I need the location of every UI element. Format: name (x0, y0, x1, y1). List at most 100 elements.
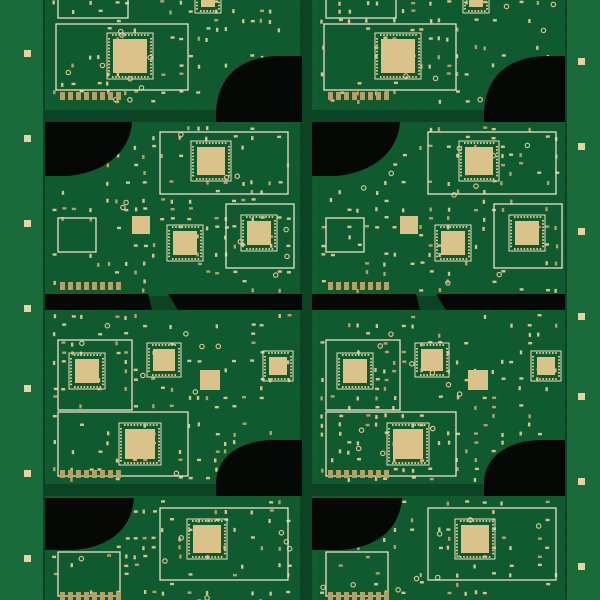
chip-pin (539, 352, 541, 354)
chip-pin (492, 533, 494, 536)
chip-pin (376, 70, 378, 72)
smd-pad (89, 590, 93, 595)
smd-pad (169, 518, 174, 521)
smd-pad (411, 468, 415, 473)
chip-pin (439, 344, 441, 346)
smd-pad (500, 501, 503, 506)
header-pad (76, 282, 81, 290)
chip-pin (120, 434, 122, 436)
smd-pad (455, 360, 459, 365)
smd-pad (401, 591, 406, 595)
chip-pin (148, 354, 150, 356)
chip-pin (242, 245, 244, 248)
smd-pad (375, 1, 379, 6)
aux-chip-outline (194, 0, 222, 14)
chip-pin (178, 360, 180, 363)
smd-pad (482, 226, 485, 231)
smd-pad (366, 414, 371, 417)
chip-pin (206, 10, 208, 12)
smd-pad (410, 28, 415, 32)
chip-pin (392, 34, 395, 36)
smd-pad (278, 314, 281, 319)
smd-pad (268, 181, 271, 186)
chip-pin (224, 142, 227, 144)
smd-pad (365, 262, 370, 265)
chip-pin (191, 226, 193, 228)
chip-pin (418, 63, 420, 66)
test-pad (468, 370, 488, 390)
smd-pad (133, 537, 138, 540)
chip-pin (121, 76, 124, 78)
chip-pin (539, 216, 542, 218)
smd-pad (338, 190, 341, 195)
routed-cutout (44, 498, 134, 550)
chip-pin (242, 232, 244, 235)
chip-pin (364, 386, 366, 388)
smd-pad (61, 341, 66, 344)
smd-pad (215, 518, 220, 522)
silkscreen-outline (493, 203, 563, 269)
chip-pin (468, 246, 470, 248)
chip-pin (198, 556, 200, 558)
chip-pin (199, 178, 201, 180)
smd-pad (438, 527, 441, 532)
chip-pin (108, 57, 110, 59)
smd-pad (205, 590, 209, 595)
smd-pad (97, 81, 102, 85)
smd-pad (260, 190, 263, 195)
chip-pin (148, 367, 150, 369)
smd-pad (321, 45, 325, 50)
chip-pin (358, 354, 360, 356)
smd-pad (224, 235, 227, 240)
smd-pad (52, 208, 57, 212)
smd-pad (260, 546, 264, 551)
chip-pin (102, 370, 104, 373)
aux-chip-pad (201, 0, 215, 7)
routed-cutout (484, 56, 570, 122)
chip-pin (542, 245, 544, 248)
smd-pad (419, 414, 424, 417)
chip-pin (290, 362, 292, 364)
chip-pin (483, 178, 485, 180)
chip-pin (429, 344, 432, 346)
smd-pad (483, 189, 486, 194)
chip-pin (209, 10, 212, 12)
chip-pin (175, 258, 177, 260)
chip-pin (370, 380, 372, 382)
silkscreen-outline (57, 339, 133, 411)
chip-pin (224, 533, 226, 536)
header-pad (344, 592, 349, 600)
smd-pad (178, 458, 183, 461)
chip-pin (536, 216, 538, 218)
smd-pad (384, 181, 387, 186)
chip-pin (108, 41, 110, 43)
smd-pad (447, 64, 452, 67)
chip-pin (112, 76, 114, 78)
chip-pin (426, 431, 428, 433)
chip-pin (398, 424, 400, 426)
header-pad (92, 470, 97, 478)
chip-pin (520, 248, 522, 250)
chip-pin (542, 223, 544, 225)
chip-pin (496, 168, 498, 170)
header-pad (84, 92, 89, 100)
smd-pad (429, 127, 433, 132)
smd-pad (491, 369, 495, 374)
chip-pin (367, 386, 370, 388)
chip-pin (467, 178, 469, 180)
chip-pin (426, 456, 428, 459)
chip-pin (480, 178, 482, 180)
smd-pad (519, 153, 522, 158)
chip-pin (460, 168, 462, 170)
chip-pin (542, 220, 544, 222)
chip-pin (242, 223, 244, 225)
smd-pad (187, 591, 192, 594)
smd-pad (482, 199, 486, 204)
smd-pad (52, 555, 57, 559)
chip-pin (418, 47, 420, 50)
smd-pad (160, 154, 163, 159)
header-pad (336, 470, 341, 478)
chip-pin (446, 364, 448, 366)
chip-pin (284, 352, 286, 354)
rf-chip-outline (508, 214, 546, 252)
